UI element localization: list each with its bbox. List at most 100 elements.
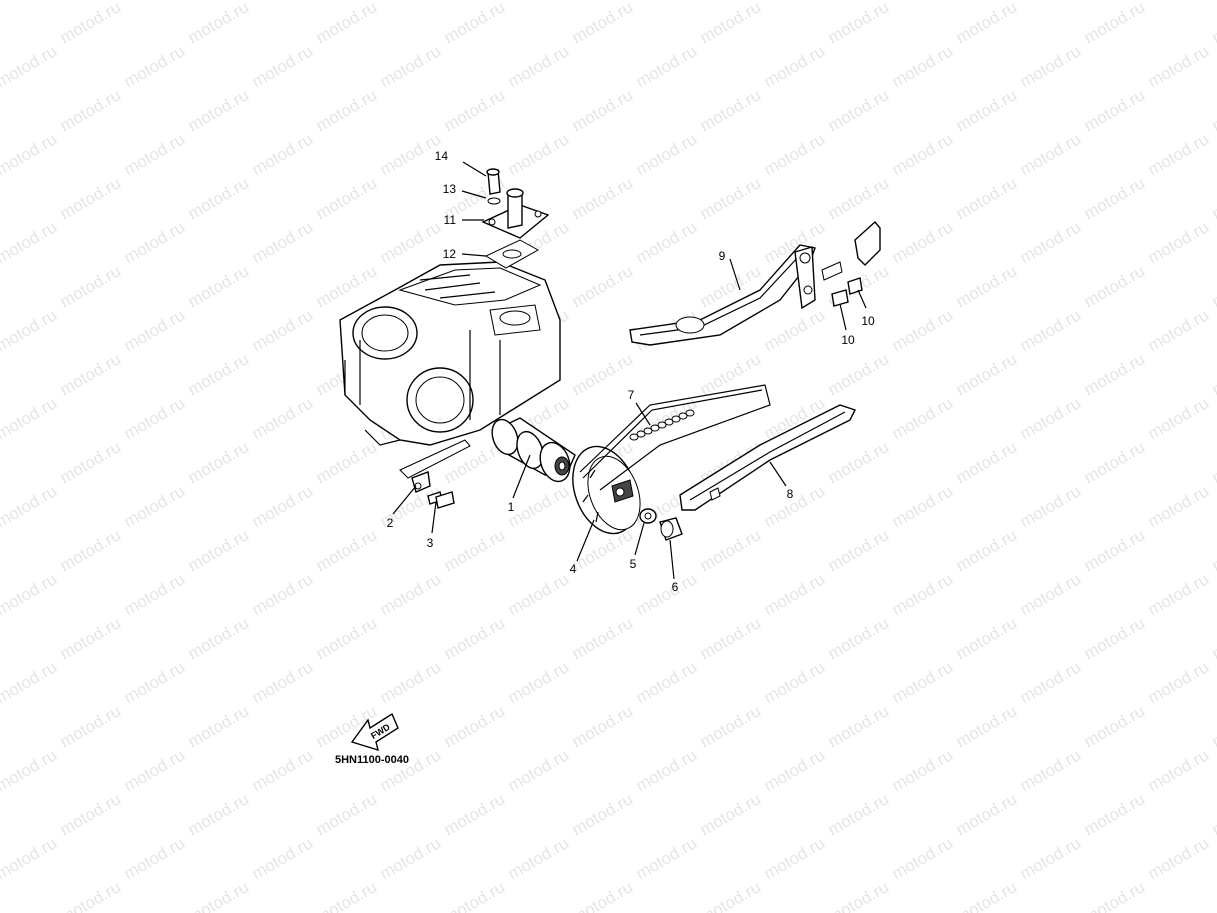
watermark-text: motod.ru	[1081, 789, 1149, 839]
tensioner-gasket	[484, 239, 540, 269]
watermark-text: motod.ru	[1145, 129, 1213, 179]
watermark-text: motod.ru	[889, 393, 957, 443]
watermark-text: motod.ru	[633, 129, 701, 179]
chain-link	[657, 421, 667, 429]
watermark-text: motod.ru	[1209, 701, 1217, 751]
watermark-text: motod.ru	[185, 701, 253, 751]
watermark-text: motod.ru	[953, 877, 1021, 913]
watermark-text: motod.ru	[569, 85, 637, 135]
chain-link	[636, 430, 646, 438]
tensioner-bracket	[821, 220, 881, 281]
watermark-text: motod.ru	[953, 349, 1021, 399]
watermark-text: motod.ru	[697, 877, 765, 913]
watermark-text: motod.ru	[1145, 833, 1213, 883]
cam-chain-tensioner	[481, 188, 550, 239]
watermark-text: motod.ru	[1017, 305, 1085, 355]
watermark-text: motod.ru	[249, 217, 317, 267]
watermark-text: motod.ru	[505, 0, 573, 3]
watermark-text: motod.ru	[825, 349, 893, 399]
watermark-text: motod.ru	[1081, 261, 1149, 311]
watermark-text: motod.ru	[761, 481, 829, 531]
watermark-text: motod.ru	[57, 437, 125, 487]
watermark-text: motod.ru	[569, 525, 637, 575]
cam-sprocket	[572, 445, 641, 535]
watermark-text: motod.ru	[697, 613, 765, 663]
watermark-text: motod.ru	[505, 129, 573, 179]
callout-14: 14	[435, 149, 449, 163]
watermark-text: motod.ru	[825, 0, 893, 47]
watermark-text: motod.ru	[633, 833, 701, 883]
watermark-text: motod.ru	[1209, 613, 1217, 663]
watermark-text: motod.ru	[1081, 525, 1149, 575]
watermark-text: motod.ru	[505, 657, 573, 707]
watermark-text: motod.ru	[249, 41, 317, 91]
watermark-text: motod.ru	[761, 41, 829, 91]
watermark-text: motod.ru	[633, 657, 701, 707]
watermark-text: motod.ru	[313, 85, 381, 135]
bolt-10-lower	[831, 289, 849, 307]
watermark-text: motod.ru	[889, 481, 957, 531]
chain-link	[643, 427, 653, 435]
bolt-3	[427, 491, 455, 509]
chain-link	[685, 409, 695, 417]
callout-1: 1	[508, 500, 515, 514]
watermark-text: motod.ru	[1145, 217, 1213, 267]
watermark-text: motod.ru	[1081, 701, 1149, 751]
watermark-text: motod.ru	[633, 217, 701, 267]
watermark-text: motod.ru	[185, 525, 253, 575]
watermark-text: motod.ru	[1145, 481, 1213, 531]
watermark-text: motod.ru	[249, 129, 317, 179]
watermark-text: motod.ru	[57, 0, 125, 47]
watermark-text: motod.ru	[185, 349, 253, 399]
watermark-text: motod.ru	[249, 745, 317, 795]
watermark-text: motod.ru	[121, 657, 189, 707]
watermark-text: motod.ru	[185, 877, 253, 913]
watermark-text: motod.ru	[185, 0, 253, 47]
watermark-text: motod.ru	[569, 701, 637, 751]
washer-13	[487, 197, 501, 205]
drawing-code: 5HN1100-0040	[335, 754, 409, 766]
watermark-text: motod.ru	[57, 789, 125, 839]
watermark-text: motod.ru	[953, 85, 1021, 135]
watermark-text: motod.ru	[1209, 525, 1217, 575]
watermark-text: motod.ru	[569, 0, 637, 47]
watermark-text: motod.ru	[1145, 393, 1213, 443]
watermark-text: motod.ru	[121, 569, 189, 619]
watermark-text: motod.ru	[1017, 0, 1085, 3]
watermark-text: motod.ru	[249, 481, 317, 531]
callout-10-lower: 10	[841, 333, 855, 347]
watermark-text: motod.ru	[377, 833, 445, 883]
watermark-text: motod.ru	[57, 701, 125, 751]
watermark-text: motod.ru	[1017, 217, 1085, 267]
watermark-text: motod.ru	[1145, 745, 1213, 795]
chain-link	[678, 412, 688, 420]
watermark-text: motod.ru	[249, 393, 317, 443]
watermark-text: motod.ru	[1081, 349, 1149, 399]
watermark-text: motod.ru	[377, 0, 445, 3]
watermark-text: motod.ru	[697, 701, 765, 751]
watermark-text: motod.ru	[761, 745, 829, 795]
watermark-text: motod.ru	[697, 85, 765, 135]
watermark-text: motod.ru	[569, 349, 637, 399]
watermark-text: motod.ru	[889, 657, 957, 707]
watermark-text: motod.ru	[441, 525, 509, 575]
cam-chain	[579, 384, 771, 491]
watermark-text: motod.ru	[569, 877, 637, 913]
callout-6: 6	[672, 580, 679, 594]
watermark-text: motod.ru	[377, 657, 445, 707]
watermark-text: motod.ru	[889, 833, 957, 883]
watermark-text: motod.ru	[633, 569, 701, 619]
watermark-text: motod.ru	[505, 833, 573, 883]
chain-link	[671, 415, 681, 423]
watermark-text: motod.ru	[249, 569, 317, 619]
leader-lines	[392, 161, 867, 580]
watermark-text: motod.ru	[1017, 481, 1085, 531]
watermark-text: motod.ru	[1017, 657, 1085, 707]
watermark-text: motod.ru	[889, 305, 957, 355]
watermark-text: motod.ru	[953, 261, 1021, 311]
watermark-text: motod.ru	[1209, 437, 1217, 487]
watermark-text: motod.ru	[441, 85, 509, 135]
watermark-text: motod.ru	[57, 613, 125, 663]
watermark-text: motod.ru	[1145, 0, 1213, 3]
